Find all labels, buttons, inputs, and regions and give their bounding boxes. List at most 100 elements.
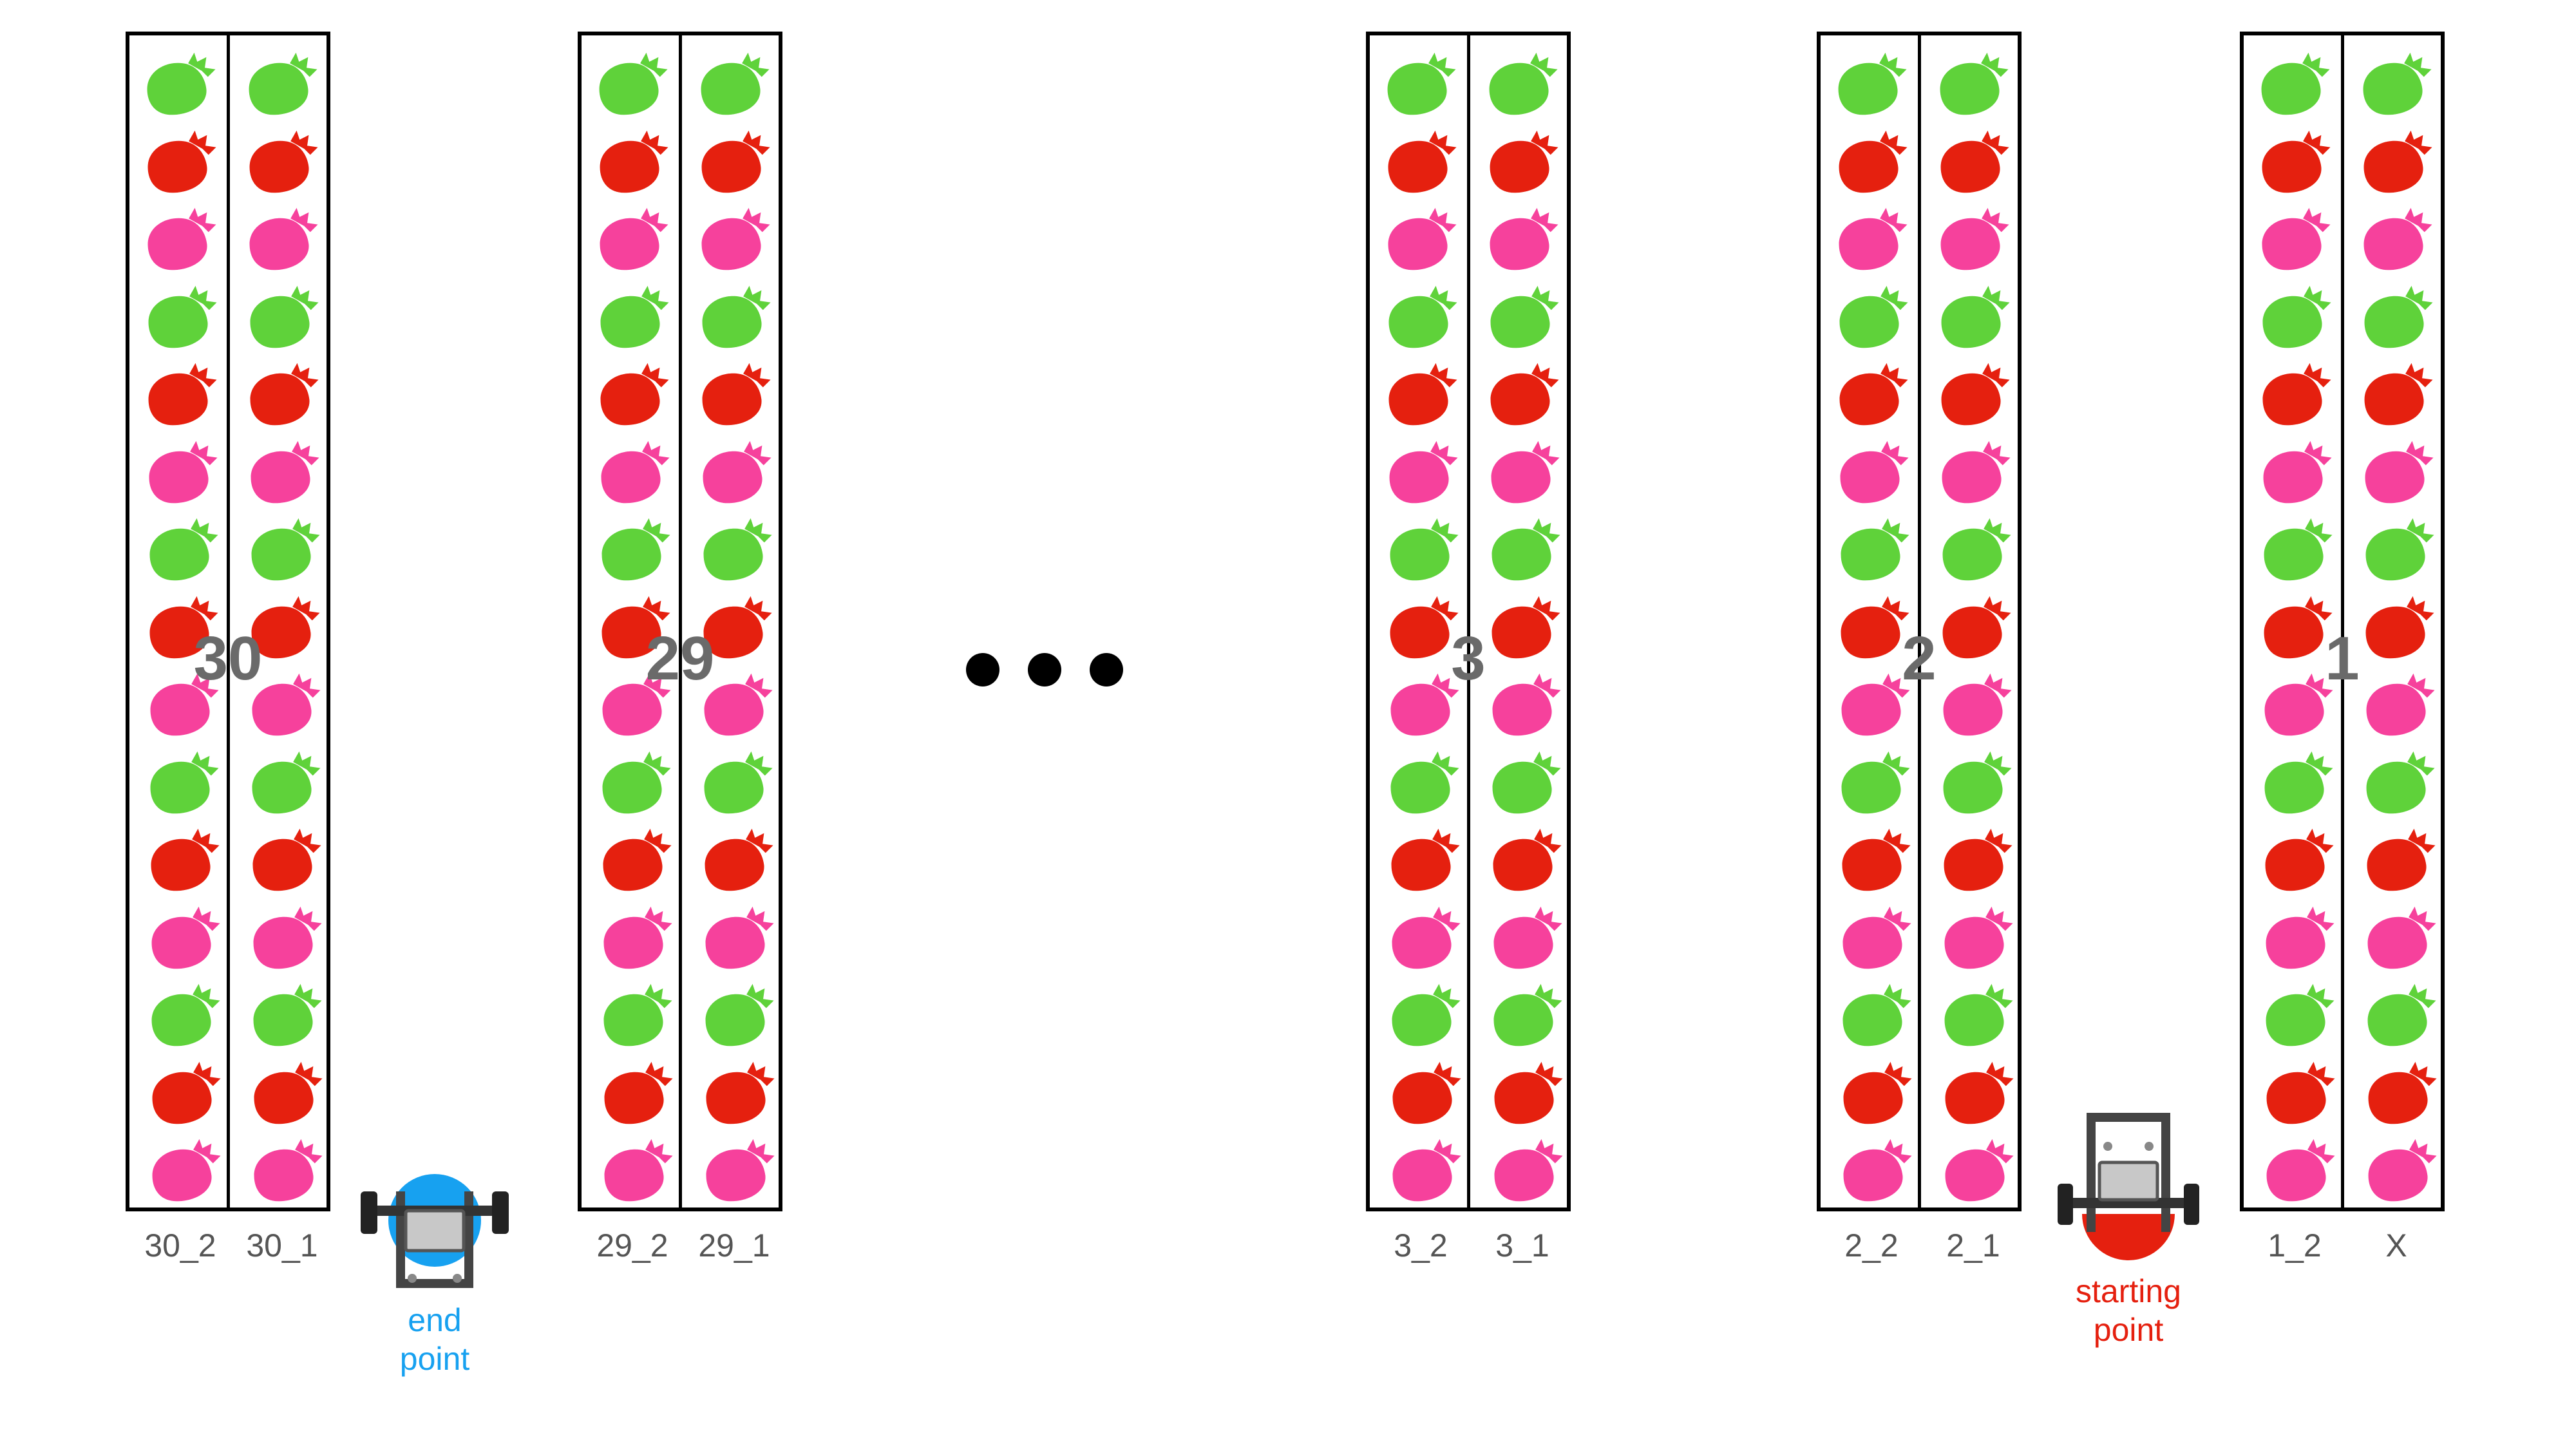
end-point-marker: [361, 1174, 509, 1288]
strawberry-icon: [706, 1139, 775, 1202]
strawberry-icon: [151, 983, 220, 1046]
strawberry-icon: [1492, 751, 1561, 813]
strawberry-icon: [1390, 751, 1459, 813]
strawberry-icon: [2266, 906, 2334, 969]
strawberry-icon: [2264, 596, 2333, 658]
strawberry-icon: [602, 751, 671, 813]
strawberry-icon: [706, 1061, 775, 1124]
strawberry-icon: [1840, 440, 1909, 503]
column-label-29-1: 29_1: [698, 1227, 770, 1264]
strawberry-icon: [705, 906, 774, 969]
row-number-2: 2: [1902, 624, 1937, 693]
strawberry-icon: [1387, 52, 1456, 115]
strawberry-icon: [2264, 518, 2333, 581]
strawberry-icon: [252, 828, 321, 891]
strawberry-icon: [251, 440, 319, 503]
strawberry-icon: [1940, 207, 2009, 270]
strawberry-icon: [152, 1061, 221, 1124]
strawberry-icon: [2363, 52, 2432, 115]
strawberry-icon: [1392, 1139, 1461, 1202]
strawberry-icon: [147, 207, 216, 270]
strawberry-row-2: 2: [1817, 32, 2022, 1211]
strawberry-icon: [701, 52, 770, 115]
robot-cart-icon: [2058, 1113, 2199, 1232]
strawberry-icon: [1943, 751, 2012, 813]
strawberry-icon: [1940, 130, 2009, 193]
strawberry-icon: [601, 440, 670, 503]
strawberry-icon: [1388, 285, 1457, 348]
strawberry-icon: [2365, 518, 2434, 581]
strawberry-icon: [2261, 52, 2330, 115]
strawberry-icon: [150, 673, 219, 736]
strawberry-icon: [1392, 906, 1461, 969]
strawberry-icon: [1942, 440, 2011, 503]
strawberry-icon: [1940, 52, 2009, 115]
strawberry-icon: [1491, 440, 1560, 503]
strawberry-icon: [1942, 596, 2011, 658]
strawberry-icon: [2367, 828, 2436, 891]
strawberry-icon: [1490, 207, 1558, 270]
strawberry-row-3: 3: [1366, 32, 1571, 1211]
strawberry-icon: [2262, 130, 2331, 193]
strawberry-icon: [1842, 906, 1911, 969]
strawberry-icon: [1392, 1061, 1461, 1124]
strawberry-icon: [1390, 673, 1459, 736]
strawberry-icon: [1843, 1139, 1912, 1202]
strawberry-icon: [1843, 1061, 1912, 1124]
strawberry-icon: [147, 52, 216, 115]
strawberry-icon: [1842, 983, 1911, 1046]
strawberry-icon: [2364, 363, 2433, 426]
strawberry-icon: [1839, 207, 1908, 270]
strawberry-icon: [2264, 751, 2333, 813]
strawberry-icon: [603, 983, 672, 1046]
strawberry-icon: [253, 983, 322, 1046]
strawberry-icon: [252, 751, 321, 813]
column-label-3-1: 3_1: [1495, 1227, 1549, 1264]
strawberry-icon: [249, 52, 317, 115]
strawberry-icon: [1842, 828, 1911, 891]
strawberry-icon: [2262, 285, 2331, 348]
strawberry-icon: [704, 751, 773, 813]
starting-point-label: starting point: [2076, 1273, 2181, 1348]
strawberry-icon: [254, 1061, 323, 1124]
strawberry-icon: [704, 673, 773, 736]
row-divider: [226, 35, 230, 1208]
strawberry-icon: [152, 1139, 221, 1202]
strawberry-icon: [1492, 673, 1561, 736]
strawberry-icon: [2264, 673, 2333, 736]
strawberry-icon: [1392, 983, 1461, 1046]
strawberry-icon: [2266, 1139, 2335, 1202]
strawberry-icon: [1841, 673, 1910, 736]
strawberry-icon: [2363, 130, 2432, 193]
strawberry-icon: [1841, 751, 1910, 813]
column-label-3-2: 3_2: [1394, 1227, 1448, 1264]
strawberry-icon: [250, 363, 319, 426]
strawberry-icon: [600, 130, 668, 193]
strawberry-icon: [2368, 1061, 2437, 1124]
strawberry-icon: [1944, 906, 2013, 969]
strawberry-icon: [2365, 440, 2434, 503]
row-divider: [2340, 35, 2344, 1208]
strawberry-icon: [252, 673, 321, 736]
strawberry-icon: [600, 207, 668, 270]
strawberry-icon: [705, 983, 774, 1046]
strawberry-icon: [600, 363, 669, 426]
row-divider: [678, 35, 682, 1208]
strawberry-icon: [2262, 207, 2331, 270]
strawberry-icon: [150, 751, 219, 813]
strawberry-icon: [1492, 596, 1560, 658]
strawberry-icon: [1490, 130, 1558, 193]
strawberry-row-29: 29: [578, 32, 782, 1211]
starting-point-semicircle: [2082, 1214, 2175, 1260]
strawberry-icon: [1388, 130, 1457, 193]
strawberry-icon: [253, 906, 322, 969]
strawberry-icon: [149, 440, 218, 503]
strawberry-icon: [701, 130, 770, 193]
strawberry-icon: [1945, 1139, 2014, 1202]
strawberry-icon: [2263, 440, 2332, 503]
strawberry-icon: [1838, 52, 1907, 115]
strawberry-icon: [1390, 596, 1459, 658]
column-label-x: X: [2385, 1227, 2407, 1264]
strawberry-icon: [1839, 130, 1908, 193]
strawberry-icon: [149, 596, 218, 658]
